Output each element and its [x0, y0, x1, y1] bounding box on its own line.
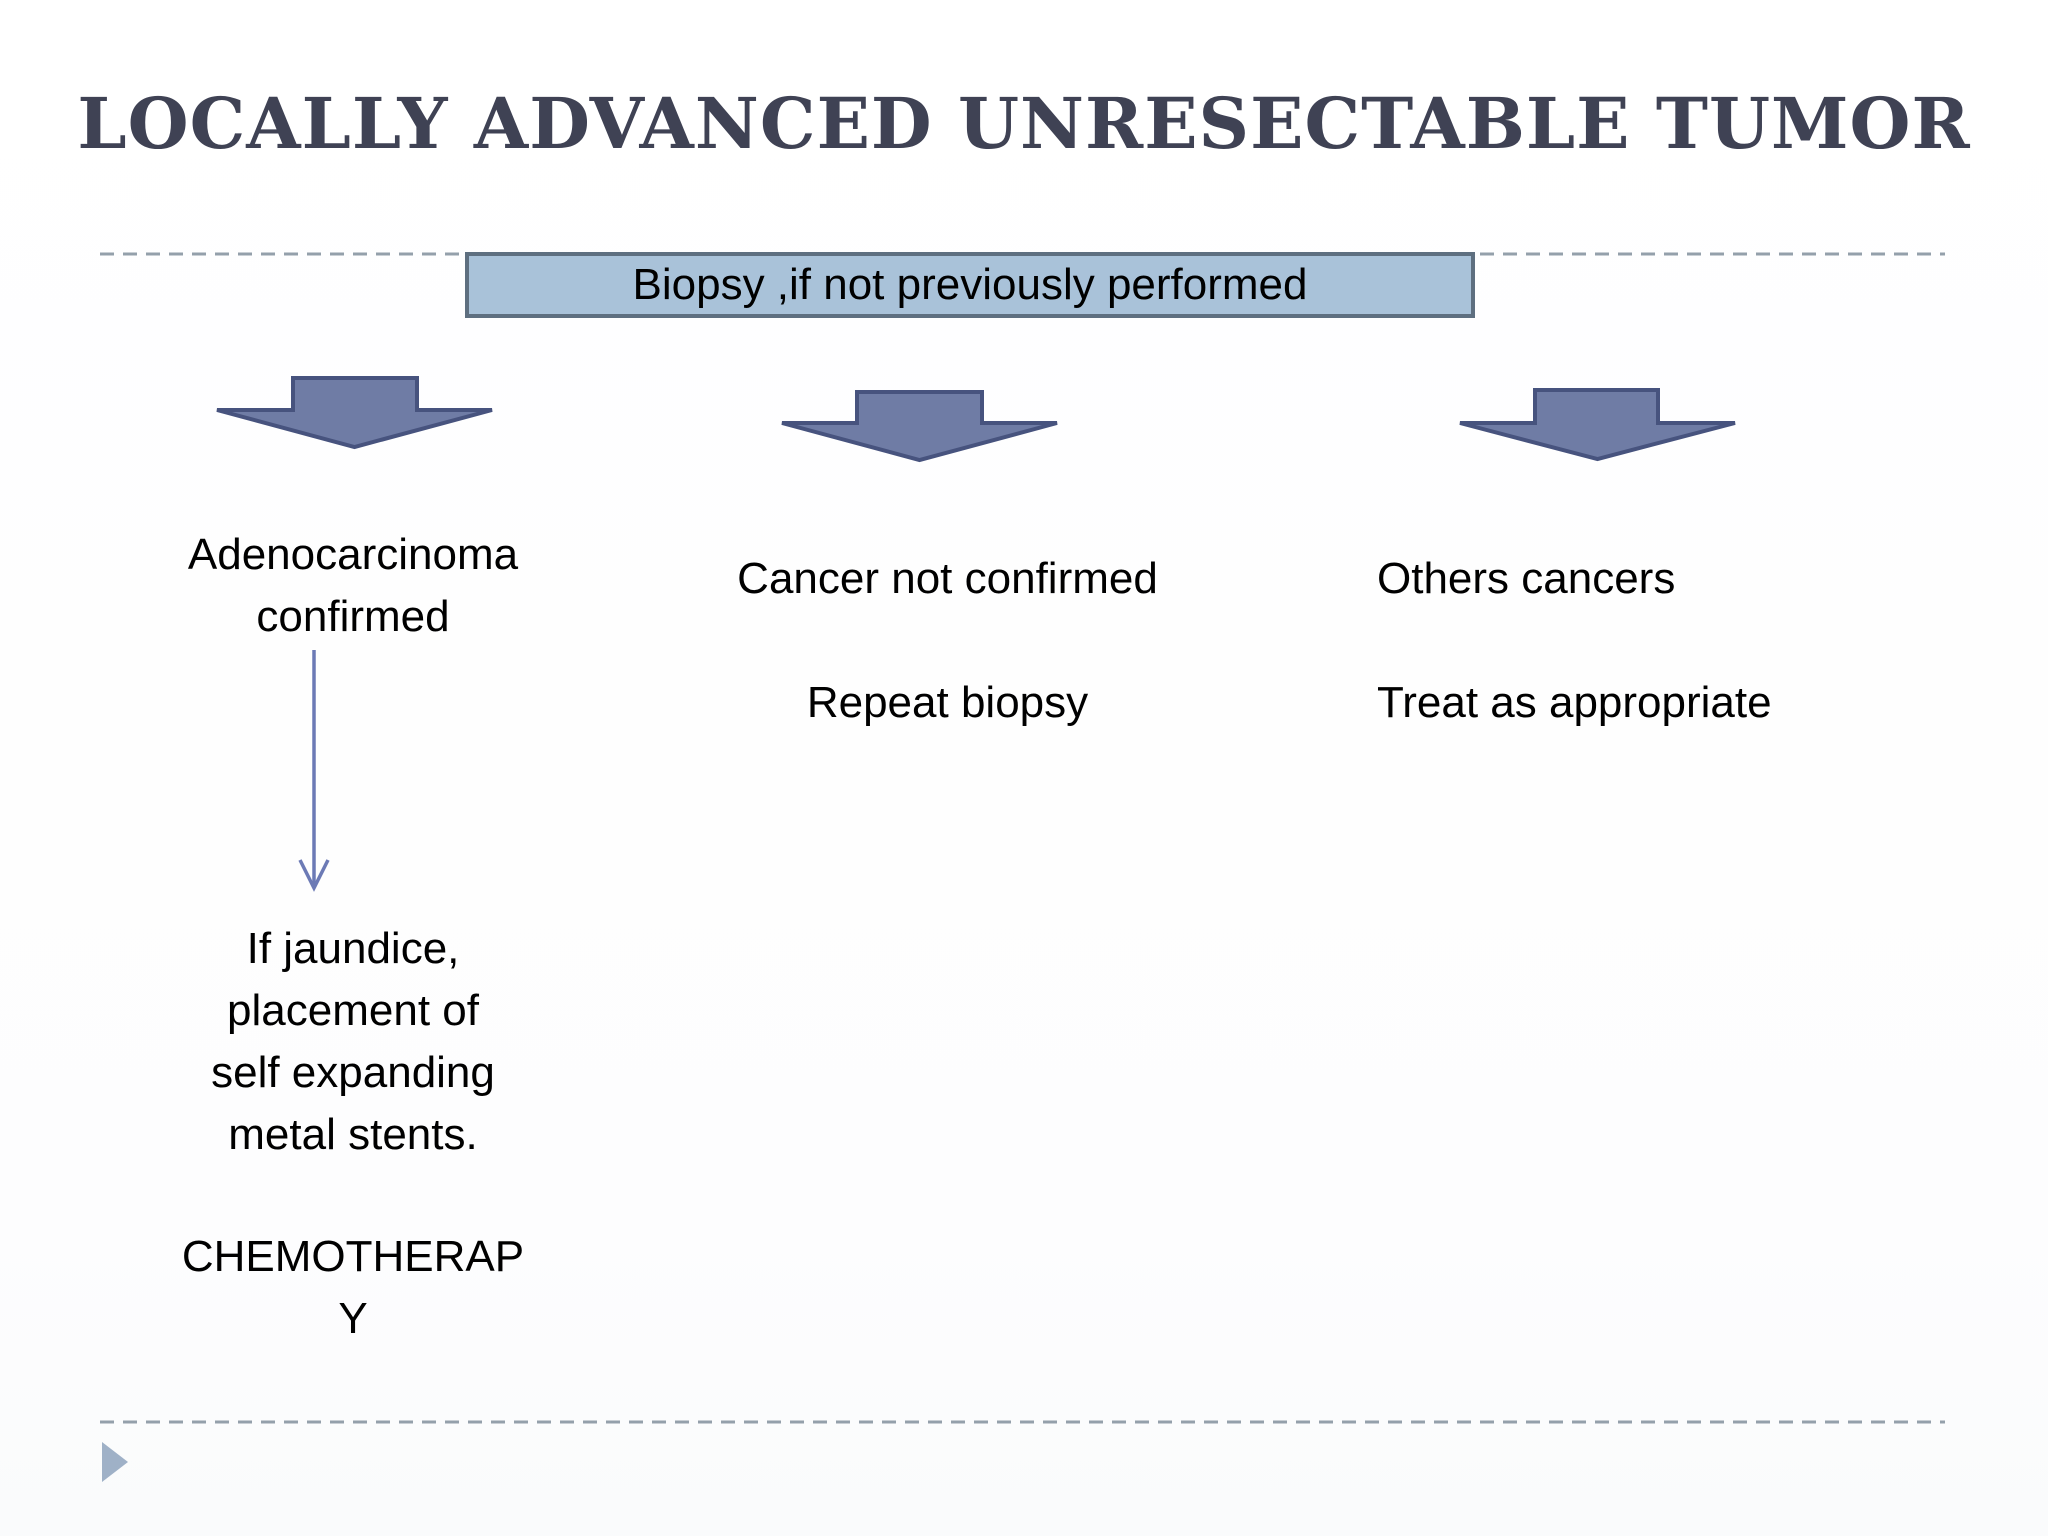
treatment-line: Y — [338, 1294, 368, 1343]
branch-other-cancers-action: Treat as appropriate — [1377, 678, 1772, 727]
note-line: placement of — [227, 986, 479, 1035]
branch-adenocarcinoma-treatment: CHEMOTHERAP Y — [103, 1226, 603, 1350]
branch-not-confirmed: Cancer not confirmed Repeat biopsy — [700, 548, 1195, 734]
biopsy-box-label: Biopsy ,if not previously performed — [632, 260, 1308, 309]
branch-adenocarcinoma-result: Adenocarcinoma confirmed — [103, 524, 603, 648]
note-line: If jaundice, — [246, 924, 460, 973]
slide-title: LOCALLY ADVANCED UNRESECTABLE TUMOR — [77, 82, 1971, 165]
connector-down-arrow-icon — [298, 650, 330, 892]
biopsy-box: Biopsy ,if not previously performed — [465, 252, 1475, 318]
branch-adenocarcinoma-note: If jaundice, placement of self expanding… — [103, 918, 603, 1166]
branch-not-confirmed-action: Repeat biopsy — [806, 678, 1089, 727]
down-arrow-icon-right — [1459, 388, 1736, 462]
down-arrow-icon-left — [216, 376, 493, 450]
note-line: self expanding — [211, 1048, 495, 1097]
result-line: confirmed — [256, 592, 450, 641]
result-line: Adenocarcinoma — [187, 530, 519, 579]
note-line: metal stents. — [228, 1110, 478, 1159]
branch-other-cancers: Others cancers Treat as appropriate — [1377, 548, 1917, 734]
down-arrow-icon-middle — [781, 390, 1058, 463]
footer-triangle-icon — [102, 1442, 128, 1482]
branch-other-cancers-result: Others cancers — [1377, 554, 1676, 603]
treatment-line: CHEMOTHERAP — [181, 1232, 525, 1281]
branch-not-confirmed-result: Cancer not confirmed — [737, 554, 1158, 603]
